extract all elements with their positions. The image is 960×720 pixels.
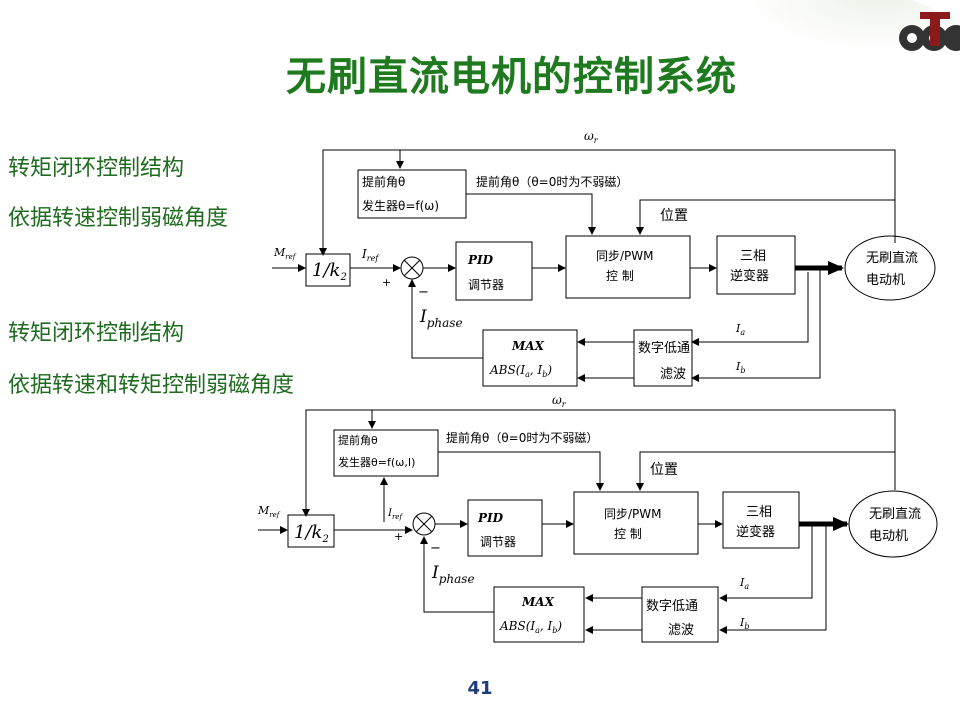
m-ref-label: Mref xyxy=(273,246,297,261)
motor-sub-label-2: 电动机 xyxy=(869,529,908,544)
max-label-2: MAX xyxy=(521,595,555,609)
position-label-2: 位置 xyxy=(650,462,678,478)
pid-sub-label-2: 调节器 xyxy=(480,535,516,549)
position-label: 位置 xyxy=(660,208,688,224)
filter-label-2: 数字低通 xyxy=(646,599,698,614)
university-logo xyxy=(899,12,960,51)
pwm-sub-label-2: 控 制 xyxy=(614,527,642,541)
pwm-label-2: 同步/PWM xyxy=(604,507,662,521)
generator-line1: 提前角θ xyxy=(362,174,405,189)
motor-sub-label: 电动机 xyxy=(866,273,905,288)
minus-sign-2: − xyxy=(430,541,441,556)
pid-label: PID xyxy=(467,253,494,267)
minus-sign: − xyxy=(418,285,429,300)
advance-angle-note: 提前角θ（θ=0时为不弱磁） xyxy=(476,174,628,189)
generator2-line2: 发生器θ=f(ω,I) xyxy=(338,455,415,469)
i-phase-label: Iphase xyxy=(419,307,463,330)
ia-label-2: Ia xyxy=(739,576,749,591)
abs-label: ABS(Ia, Ib) xyxy=(489,363,552,379)
advance-angle-note-2: 提前角θ（θ=0时为不弱磁） xyxy=(446,430,598,445)
inverter-sub-label: 逆变器 xyxy=(730,268,769,284)
inverter-label: 三相 xyxy=(740,249,766,264)
pwm-sub-label: 控 制 xyxy=(606,269,634,283)
ib-label: Ib xyxy=(735,360,745,375)
omega-label: ωr xyxy=(584,129,599,145)
filter-sub-label-2: 滤波 xyxy=(668,623,694,638)
max-label: MAX xyxy=(511,339,545,353)
section1-subheading: 依据转速控制弱磁角度 xyxy=(8,206,229,231)
ib-label-2: Ib xyxy=(739,616,749,631)
inverter-label-2: 三相 xyxy=(746,505,772,520)
inverter-sub-label-2: 逆变器 xyxy=(736,524,775,540)
abs-label-2: ABS(Ia, Ib) xyxy=(499,619,562,635)
page-number: 41 xyxy=(467,678,493,699)
k-block-label: 1/k2 xyxy=(312,260,347,283)
section2-subheading: 依据转速和转矩控制弱磁角度 xyxy=(8,373,295,398)
generator-line2: 发生器θ=f(ω) xyxy=(362,198,439,213)
pwm-label: 同步/PWM xyxy=(596,249,654,263)
motor-label: 无刷直流 xyxy=(866,251,918,266)
filter-label: 数字低通 xyxy=(638,341,690,356)
pid-sub-label: 调节器 xyxy=(468,278,504,292)
m-ref-label-2: Mref xyxy=(257,504,281,519)
ia-label: Ia xyxy=(735,322,745,337)
filter-sub-label: 滤波 xyxy=(660,367,686,382)
i-ref-label: Iref xyxy=(361,247,380,263)
plus-sign-2: + xyxy=(394,530,403,543)
pid-label-2: PID xyxy=(477,511,504,525)
k-block-label-2: 1/k2 xyxy=(294,522,329,545)
motor-label-2: 无刷直流 xyxy=(869,507,921,522)
generator2-line1: 提前角θ xyxy=(338,433,378,447)
omega-label-2: ωr xyxy=(552,393,567,409)
section2-heading: 转矩闭环控制结构 xyxy=(8,321,185,346)
section1-heading: 转矩闭环控制结构 xyxy=(8,156,185,181)
slide-title: 无刷直流电机的控制系统 xyxy=(286,54,737,100)
i-ref-label-2: Iref xyxy=(387,508,403,521)
plus-sign: + xyxy=(382,276,391,289)
i-phase-label-2: Iphase xyxy=(431,563,475,586)
